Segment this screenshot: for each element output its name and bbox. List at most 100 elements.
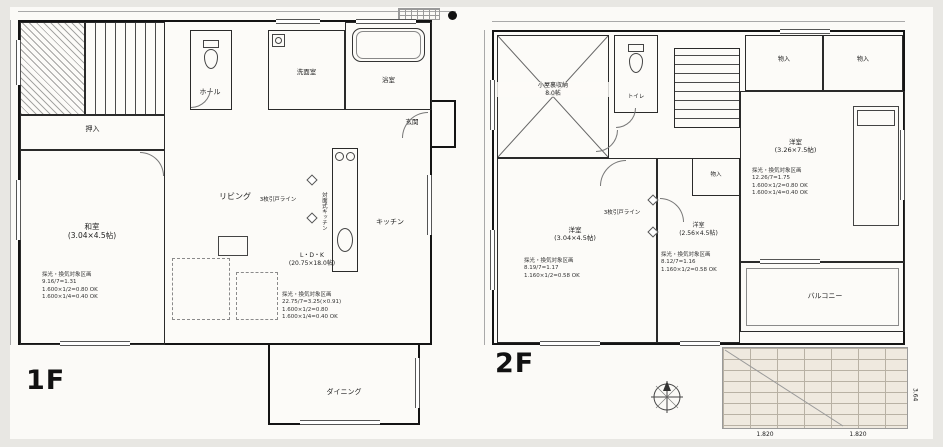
- closet-room: [745, 35, 823, 91]
- balcony: [740, 262, 905, 332]
- note-line: 1.600×1/2=0.80: [282, 306, 329, 313]
- kitchen-label: キッチン: [376, 218, 404, 226]
- closet-label: 物入: [710, 172, 722, 178]
- closet-room: [692, 158, 740, 196]
- note-line: 1.600×1/4=0.40 OK: [752, 190, 808, 197]
- dimension-line-top-2f: [492, 21, 905, 22]
- kitchen-counter: [332, 148, 358, 272]
- stove-burner-icon: [346, 152, 355, 161]
- slide-door-note-1f: 3枚引戸ライン: [259, 197, 297, 203]
- table-icon: [218, 236, 248, 256]
- note-line: 8.12/7=1.16: [661, 259, 696, 266]
- balcony-inner-edge: [746, 268, 899, 326]
- porch-grid: [398, 8, 440, 20]
- window: [427, 175, 432, 235]
- window: [490, 230, 495, 290]
- washitsu-room: [20, 150, 165, 345]
- staircase-1f: [85, 22, 165, 115]
- note-line: 8.19/7=1.17: [524, 265, 559, 272]
- bathtub-icon: [352, 28, 425, 62]
- toilet-room-1f: [190, 30, 232, 110]
- toilet-tank-icon: [203, 40, 219, 48]
- window: [780, 29, 830, 34]
- light-vent-note-bedroom2: 採光・換気対象区画 8.19/7=1.17 1.160×1/2=0.58 OK: [524, 258, 624, 280]
- bedroom-main-label: 洋室 (3.26×7.5帖): [774, 138, 817, 155]
- compass-icon: [648, 378, 686, 416]
- bed-icon: [853, 106, 899, 226]
- window: [415, 358, 420, 408]
- storage-room-hatched: [20, 22, 85, 115]
- note-line: 1.600×1/4=0.40 OK: [42, 294, 98, 301]
- note-line: 1.160×1/2=0.58 OK: [661, 266, 717, 273]
- note-line: 12.26/7=1.75: [752, 175, 790, 182]
- ldk-size-label: L・D・K (20.75×18.0帖): [288, 252, 336, 267]
- window: [16, 180, 21, 240]
- washitsu-label: 和室 (3.04×4.5帖): [67, 222, 117, 241]
- sliding-glass-door: [760, 259, 820, 264]
- oshiire-closet: [20, 115, 165, 150]
- bathroom-label: 浴室: [382, 76, 395, 84]
- balcony-label: バルコニー: [807, 292, 843, 300]
- dimension-line-left-1f: [10, 20, 11, 345]
- closet-room: [823, 35, 903, 91]
- note-line: 採光・換気対象区画: [42, 272, 92, 278]
- window: [490, 80, 495, 130]
- window: [300, 420, 380, 425]
- light-vent-note-bedroom3: 採光・換気対象区画 8.12/7=1.16 1.160×1/2=0.58 OK: [661, 252, 739, 274]
- light-vent-note-ldk: 採光・換気対象区画 22.75/7=3.25(×0.91) 1.600×1/2=…: [282, 292, 392, 322]
- note-line: 1.160×1/2=0.58 OK: [524, 272, 580, 279]
- washroom: [268, 30, 345, 110]
- oshiire-label: 押入: [85, 125, 100, 133]
- terrace-dim: 1.820: [756, 431, 774, 438]
- toilet-bowl-icon: [629, 53, 643, 73]
- dimension-line-top-1f: [18, 11, 456, 12]
- attic-label: 小屋裏収納 8.0帖: [497, 82, 609, 97]
- toilet-label-2f: トイレ: [627, 94, 645, 100]
- armchair-icon: [236, 272, 278, 320]
- closet-label: 物入: [777, 56, 790, 63]
- staircase-2f: [674, 48, 740, 128]
- vanity-sink-icon: [272, 34, 285, 47]
- bedroom-west: [497, 158, 657, 343]
- toilet-room-2f: [614, 35, 658, 113]
- dimension-line-left-2f: [484, 30, 485, 345]
- bedroom-west-label: 洋室 (3.04×4.5帖): [554, 226, 596, 243]
- kitchen-sink-icon: [337, 228, 353, 252]
- note-line: 1.600×1/2=0.80 OK: [42, 286, 98, 293]
- survey-point-dot: [448, 11, 457, 20]
- terrace-diagonal-line: [724, 349, 844, 427]
- note-line: 22.75/7=3.25(×0.91): [282, 299, 342, 306]
- note-line: 1.600×1/2=0.80 OK: [752, 182, 808, 189]
- note-line: 9.16/7=1.31: [42, 279, 77, 286]
- entrance-alcove-wall: [430, 100, 456, 148]
- window: [60, 341, 130, 346]
- toilet-tank-icon: [628, 44, 644, 52]
- light-vent-note-washitsu: 採光・換気対象区画 9.16/7=1.31 1.600×1/2=0.80 OK …: [42, 272, 152, 302]
- dining-label: ダイニング: [326, 388, 362, 396]
- stove-burner-icon: [335, 152, 344, 161]
- window: [540, 341, 600, 346]
- sofa-icon: [172, 258, 230, 320]
- pillow-icon: [857, 110, 895, 126]
- window: [16, 40, 21, 85]
- window: [276, 19, 320, 24]
- note-line: 採光・換気対象区画: [524, 258, 574, 264]
- terrace-dim: 3.64: [911, 388, 919, 402]
- bedroom-center-label: 洋室 (2.56×4.5帖): [679, 222, 718, 237]
- slide-door-note-2f: 3枚引戸ライン: [603, 210, 641, 216]
- closet-label: 物入: [856, 56, 869, 63]
- window: [900, 130, 905, 200]
- washroom-label: 洗面室: [296, 68, 317, 76]
- vanity-basin-icon: [275, 37, 282, 44]
- toilet-bowl-icon: [204, 49, 218, 69]
- floor-label-1f: 1F: [26, 365, 66, 396]
- note-line: 1.600×1/4=0.40 OK: [282, 314, 338, 321]
- terrace-brick-area: [722, 347, 908, 429]
- floor-label-2f: 2F: [495, 348, 535, 379]
- dining-extension-wall: [268, 343, 420, 425]
- note-line: 採光・換気対象区画: [752, 168, 802, 174]
- note-line: 採光・換気対象区画: [282, 292, 332, 298]
- note-line: 採光・換気対象区画: [661, 252, 711, 258]
- light-vent-note-bedroom1: 採光・換気対象区画 12.26/7=1.75 1.600×1/2=0.80 OK…: [752, 168, 847, 198]
